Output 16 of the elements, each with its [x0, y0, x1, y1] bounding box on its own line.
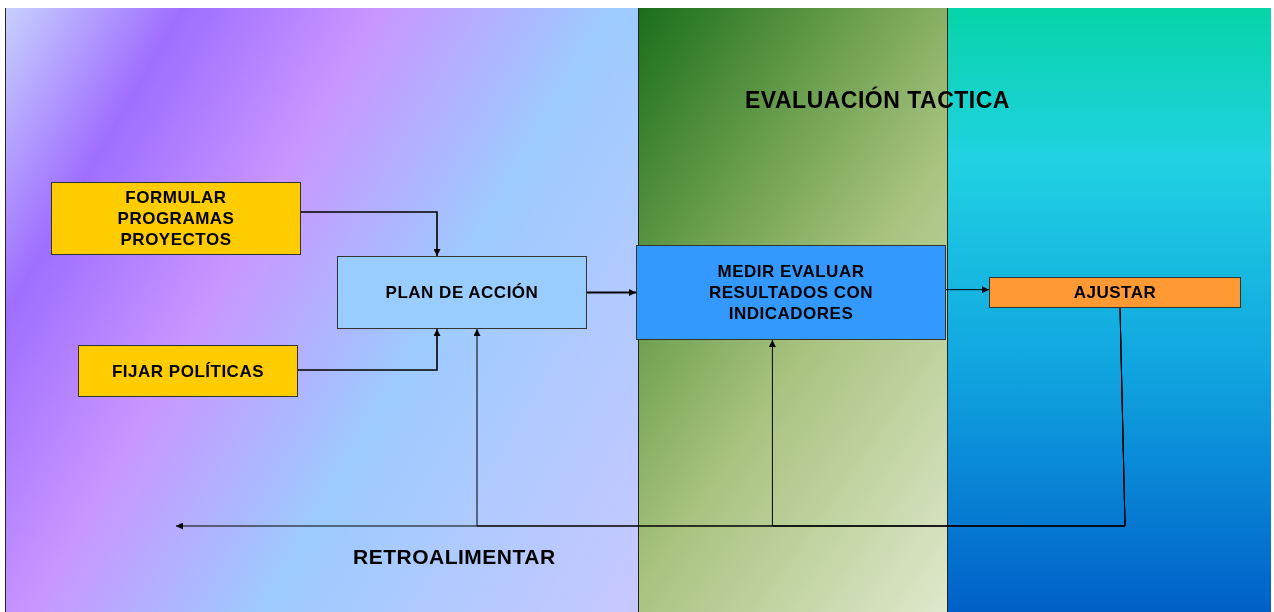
process-box: [636, 245, 946, 340]
arrow: [586, 289, 637, 296]
node-label: PLAN DE ACCIÓN: [385, 282, 539, 303]
process-box: [78, 345, 298, 397]
arrow: [945, 286, 990, 294]
arrow: [297, 328, 441, 371]
arrow: [300, 211, 441, 257]
arrow: [175, 307, 1126, 530]
node-label: MEDIR EVALUAR RESULTADOS CON INDICADORES: [707, 261, 875, 324]
node-label: FIJAR POLÍTICAS: [112, 360, 264, 382]
process-box: [337, 256, 587, 329]
process-box: [51, 182, 301, 255]
node-label: AJUSTAR: [1073, 282, 1157, 303]
feedback-label: RETROALIMENTAR: [353, 545, 556, 569]
node-label: FORMULAR PROGRAMAS PROYECTOS: [116, 187, 236, 250]
process-box: [989, 277, 1241, 308]
